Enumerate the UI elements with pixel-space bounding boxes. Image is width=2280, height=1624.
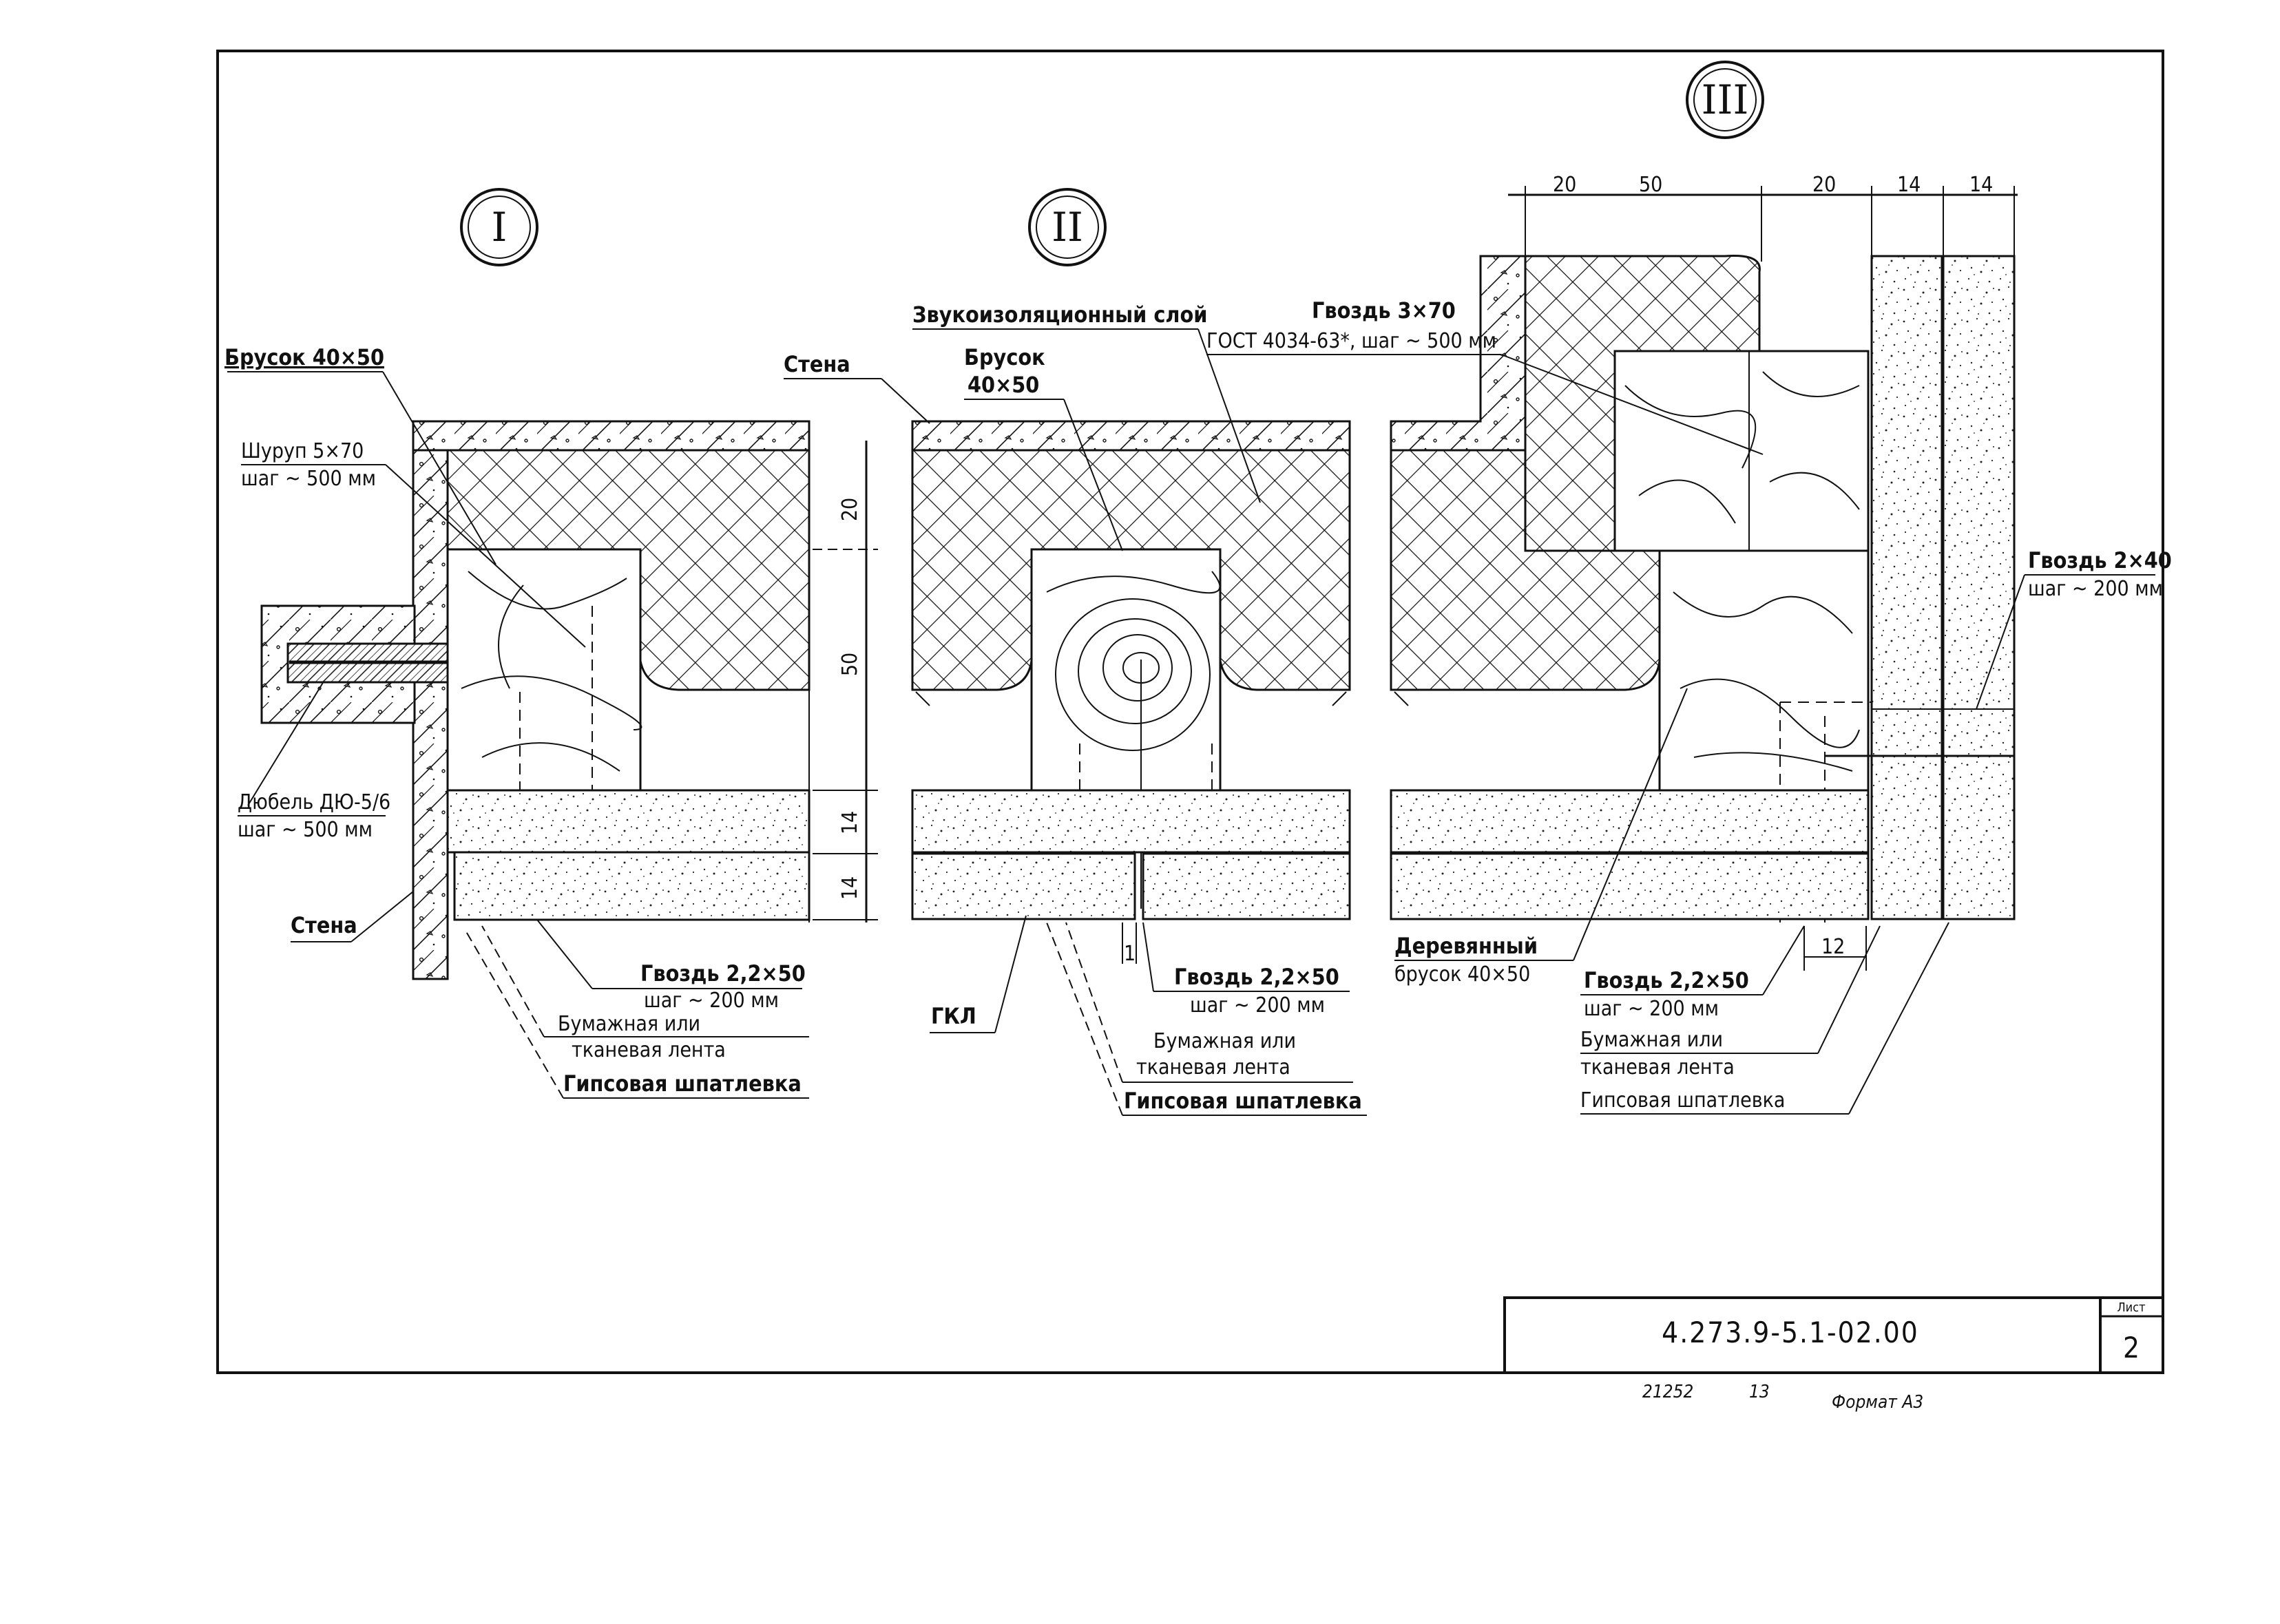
s1-gvozd-label-1: Гвоздь 2,2×50 — [640, 960, 806, 987]
s1-gvozd-label-2: шаг ~ 200 мм — [644, 989, 779, 1013]
section-3-mark-ring — [1686, 61, 1764, 139]
stamp-sheet-number: 2 — [2123, 1331, 2140, 1364]
s2-shpatlevka-label: Гипсовая шпатлевка — [1124, 1088, 1362, 1114]
wall-1-plaster — [412, 420, 449, 980]
title-block: Лист 2 4.273.9-5.1-02.00 — [1503, 1296, 2164, 1374]
s3-gvozd-label-1: Гвоздь 2,2×50 — [1584, 967, 1749, 993]
s1-dim-50: 50 — [838, 653, 862, 676]
s1-brusok-label: Брусок 40×50 — [224, 344, 384, 370]
gkl-3-inner — [1390, 789, 1870, 854]
s2-brusok-label-1: Брусок — [964, 344, 1045, 370]
s1-dim-20: 20 — [838, 498, 862, 521]
s3-brusok-label-2: брусок 40×50 — [1394, 962, 1530, 987]
footer-num: 13 — [1749, 1382, 1770, 1402]
section-2-mark-ring — [1028, 188, 1107, 266]
s2-lenta-label-1: Бумажная или — [1153, 1029, 1296, 1053]
s2-gkl-label: ГКЛ — [931, 1003, 976, 1029]
s3-gvozd240-label-2: шаг ~ 200 мм — [2028, 577, 2163, 601]
gkl-2-inner — [911, 789, 1351, 854]
footer-format: Формат А3 — [1832, 1392, 1923, 1413]
stamp-code: 4.273.9-5.1-02.00 — [1662, 1316, 1919, 1349]
section-2: II Звукоизоляционный слой Стена Брусок 4… — [784, 188, 1367, 1116]
gkl-2-outer-left — [911, 852, 1136, 920]
gkl-3-vertical-inner — [1870, 255, 1943, 920]
s3-dim-12: 12 — [1821, 935, 1845, 959]
gkl-1-inner — [446, 789, 810, 854]
timber-1 — [446, 548, 642, 792]
s3-gvozd370-label-1: Гвоздь 3×70 — [1312, 297, 1456, 324]
s2-brusok-label-2: 40×50 — [968, 372, 1039, 398]
s2-zvuk-label: Звукоизоляционный слой — [912, 302, 1207, 328]
section-3: III 20 50 20 14 14 — [1206, 61, 2172, 1115]
footer-inv: 21252 — [1642, 1382, 1693, 1402]
s2-dim-1: 1 — [1124, 942, 1136, 966]
s3-dim-top-14b: 14 — [1969, 173, 1993, 197]
s1-shurup-label-1: Шуруп 5×70 — [241, 439, 364, 463]
section-3-mark: III — [1702, 76, 1749, 123]
sheet-border — [216, 50, 2164, 1374]
s2-stena-label: Стена — [784, 351, 850, 377]
s3-gvozd240-label-1: Гвоздь 2×40 — [2028, 547, 2172, 573]
s3-dim-top-14a: 14 — [1897, 173, 1921, 197]
s1-dyubel-label-1: Дюбель ДЮ-5/6 — [238, 790, 390, 814]
gkl-3-vertical-outer — [1942, 255, 2016, 920]
section-1-mark: I — [492, 204, 508, 251]
timber-3-top — [1613, 350, 1870, 552]
s3-gvozd-label-2: шаг ~ 200 мм — [1584, 997, 1719, 1021]
s1-lenta-label-1: Бумажная или — [558, 1012, 700, 1036]
s3-shpatlevka-label: Гипсовая шпатлевка — [1580, 1088, 1785, 1112]
s1-stena-label: Стена — [291, 912, 357, 938]
timber-3-bottom — [1658, 549, 1870, 792]
s3-lenta-label-1: Бумажная или — [1580, 1028, 1723, 1052]
gkl-3-outer — [1390, 852, 1870, 920]
s3-dim-top-50: 50 — [1639, 173, 1662, 197]
section-2-mark: II — [1052, 204, 1083, 251]
gkl-2-outer-right — [1142, 852, 1351, 920]
s1-shpatlevka-label: Гипсовая шпатлевка — [563, 1071, 802, 1097]
s3-gvozd370-label-2: ГОСТ 4034-63*, шаг ~ 500 мм — [1206, 329, 1496, 353]
s2-gvozd-label-1: Гвоздь 2,2×50 — [1174, 964, 1339, 990]
s2-gvozd-label-2: шаг ~ 200 мм — [1190, 993, 1325, 1017]
s3-lenta-label-2: тканевая лента — [1580, 1055, 1735, 1079]
s2-lenta-label-2: тканевая лента — [1136, 1055, 1290, 1079]
s1-dim-14a: 14 — [838, 811, 862, 834]
stamp-sheet-header: Лист — [2117, 1300, 2145, 1315]
s1-dyubel-label-2: шаг ~ 500 мм — [238, 818, 373, 842]
section-1-mark-ring — [460, 188, 538, 266]
s3-dim-top-20b: 20 — [1812, 173, 1836, 197]
s3-brusok-label-1: Деревянный — [1394, 933, 1538, 959]
gkl-1-outer — [453, 851, 810, 921]
wall-1-top — [412, 420, 810, 452]
s1-shurup-label-2: шаг ~ 500 мм — [241, 467, 376, 491]
wall-2-top — [911, 420, 1351, 452]
s1-dim-14b: 14 — [838, 876, 862, 900]
s1-lenta-label-2: тканевая лента — [572, 1038, 726, 1062]
s3-dim-top-20a: 20 — [1553, 173, 1576, 197]
section-1: I 20 50 14 14 Брусок 40×50 — [224, 188, 878, 1099]
